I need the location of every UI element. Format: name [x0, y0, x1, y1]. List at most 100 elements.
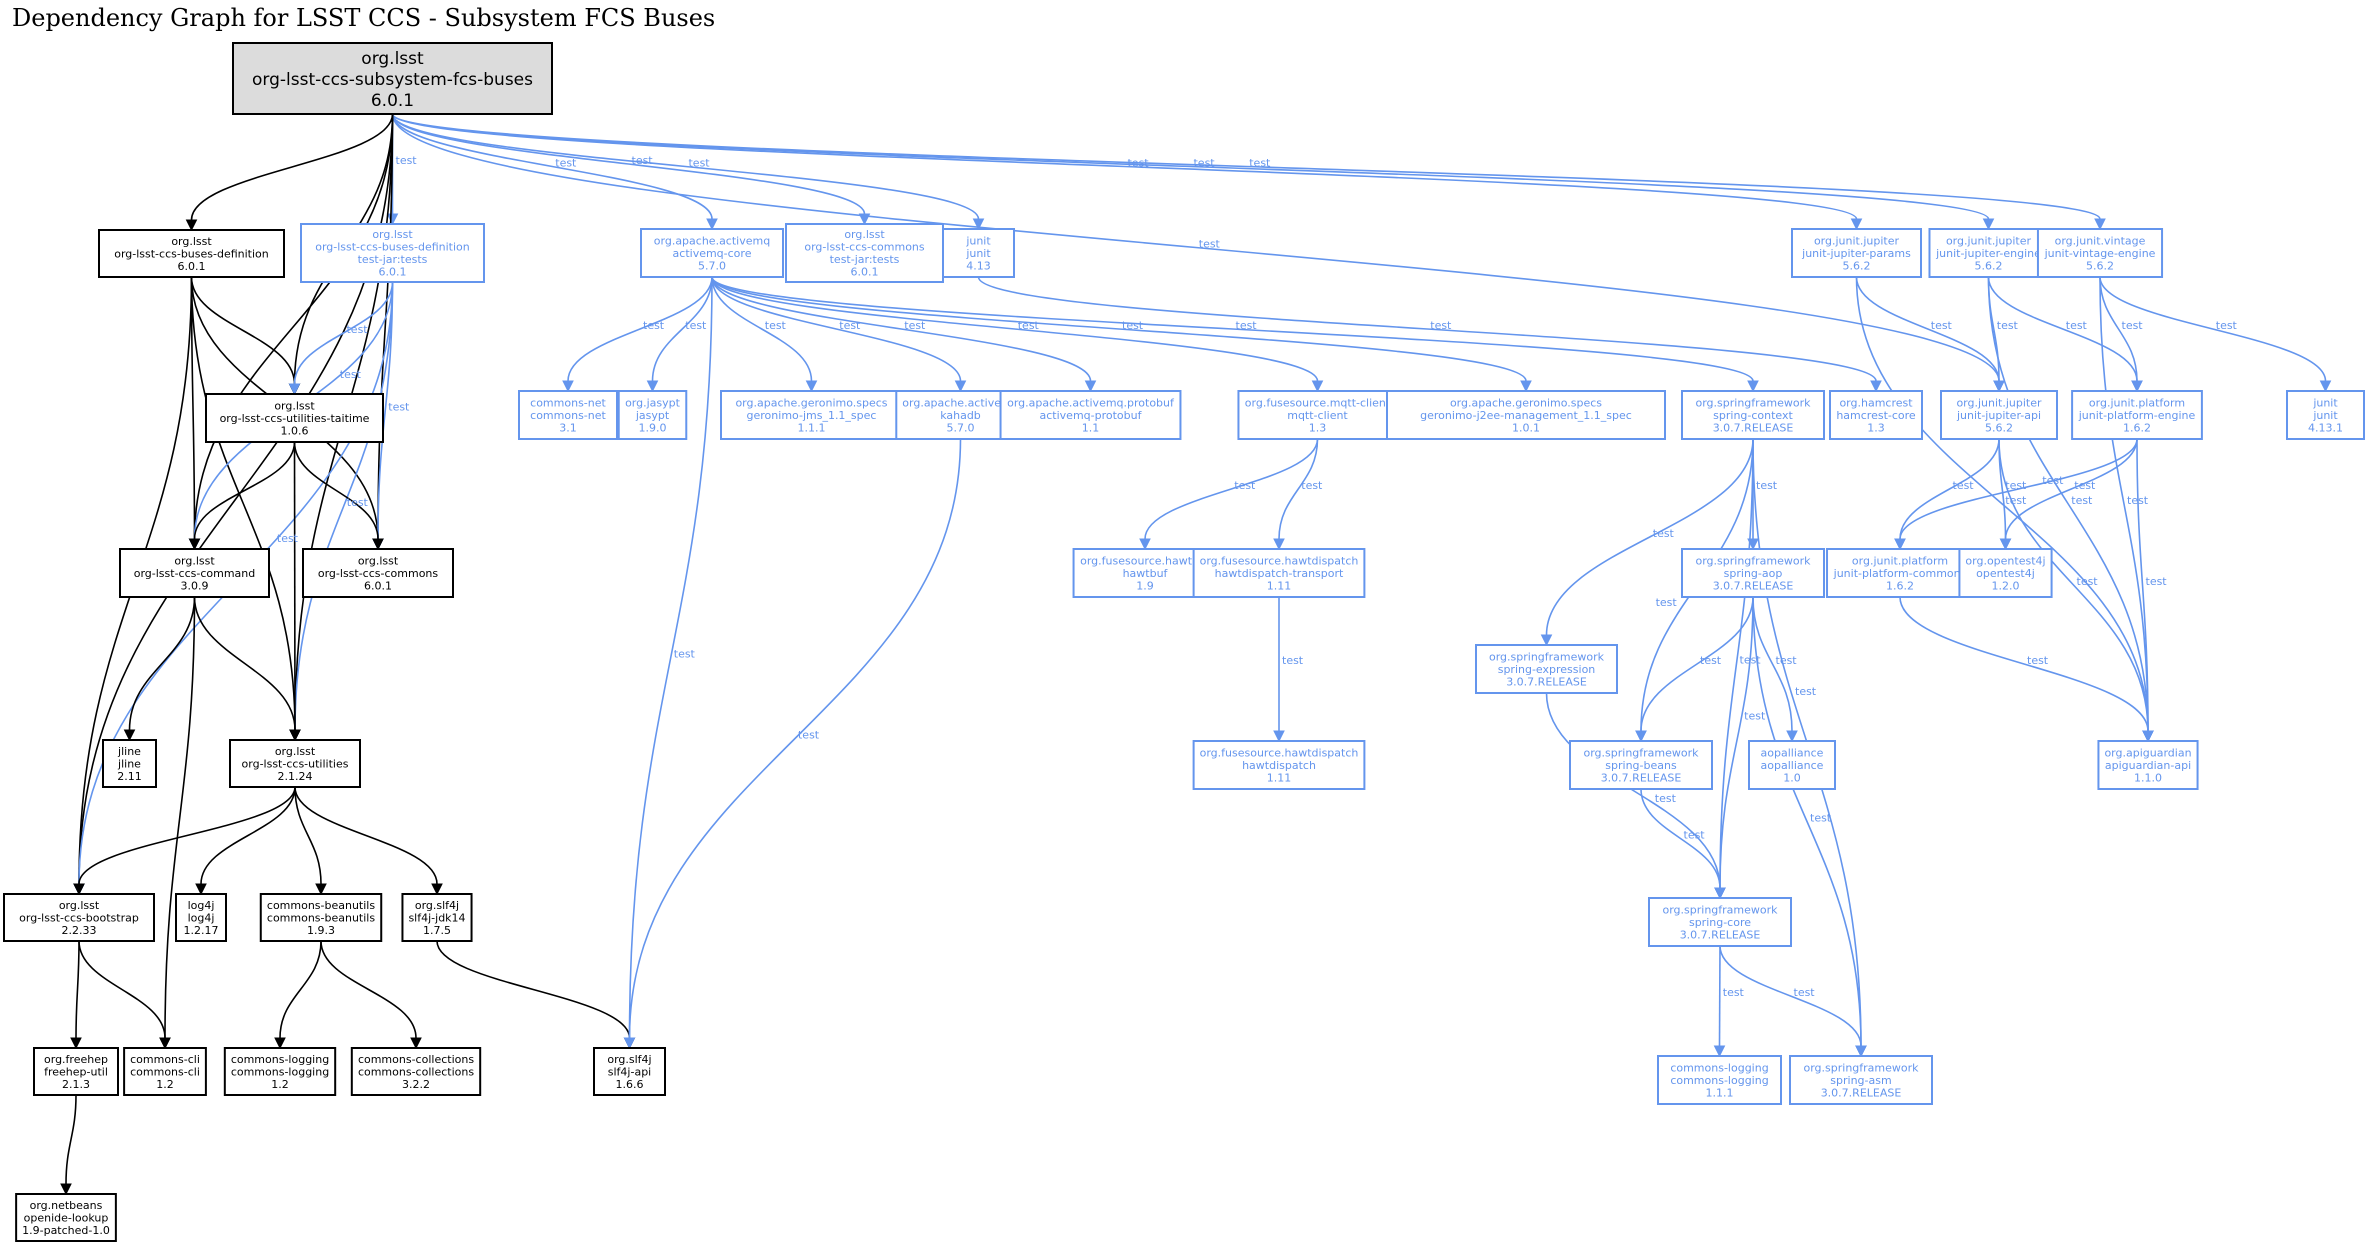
edge-spbeans-to-spcore	[1640, 788, 1726, 900]
edge-line	[193, 441, 296, 540]
node-jparams[interactable]: org.junit.jupiterjunit-jupiter-params5.6…	[1791, 228, 1922, 278]
arrowhead-icon	[1273, 730, 1285, 743]
edge-line	[2099, 276, 2138, 382]
node-taitime[interactable]: org.lsstorg-lsst-ccs-utilities-taitime1.…	[205, 393, 384, 443]
node-label-line: 1.2.17	[184, 924, 219, 937]
node-spcore[interactable]: org.springframeworkspring-core3.0.7.RELE…	[1648, 897, 1792, 947]
node-label-line: geronimo-jms_1.1_spec	[747, 409, 877, 422]
node-j2ee[interactable]: org.apache.geronimo.specsgeronimo-j2ee-m…	[1386, 390, 1666, 440]
node-label-line: 6.0.1	[364, 579, 392, 592]
edge-amqcore-to-protobuf	[711, 276, 1097, 393]
node-vengine[interactable]: org.junit.vintagejunit-vintage-engine5.6…	[2036, 228, 2164, 278]
node-label-line: slf4j-api	[608, 1065, 651, 1078]
node-label-line: 5.7.0	[947, 421, 975, 434]
edge-line	[1278, 438, 1319, 540]
edge-label: test	[1655, 792, 1677, 805]
node-box	[1192, 740, 1366, 790]
edge-root-to-junit413	[391, 113, 985, 231]
edge-label: test	[2122, 319, 2144, 332]
edge-mqtt-to-hdtransport	[1273, 438, 1319, 551]
node-label-line: commons-net	[530, 409, 606, 422]
node-label-line: 1.2	[156, 1078, 174, 1091]
node-label-line: org.apache.activemq	[654, 234, 770, 247]
edge-line	[1545, 438, 1754, 636]
arrowhead-icon	[972, 218, 985, 231]
node-busdeftest[interactable]: org.lsstorg-lsst-ccs-buses-definitiontes…	[300, 223, 485, 283]
node-spexpr[interactable]: org.springframeworkspring-expression3.0.…	[1475, 644, 1618, 694]
node-label-line: org.lsst	[174, 554, 215, 567]
node-label-line: org.slf4j	[607, 1053, 651, 1066]
node-spbeans[interactable]: org.springframeworkspring-beans3.0.7.REL…	[1569, 740, 1713, 790]
node-label-line: 1.1	[1082, 421, 1100, 434]
node-collections[interactable]: commons-collectionscommons-collections3.…	[350, 1047, 482, 1096]
edge-label: test	[1756, 479, 1778, 492]
edge-line	[2004, 438, 2138, 540]
node-label-line: org.lsst	[372, 228, 413, 241]
edge-slf4jjdk-to-slf4japi	[436, 940, 636, 1050]
edge-junit413-to-hamcrest	[977, 276, 1882, 393]
edge-label: test	[839, 319, 861, 332]
node-box	[1791, 228, 1922, 278]
node-hawtdispatch[interactable]: org.fusesource.hawtdispatchhawtdispatch1…	[1192, 740, 1366, 790]
node-openide[interactable]: org.netbeansopenide-lookup1.9-patched-1.…	[15, 1193, 117, 1242]
edge-label: test	[904, 319, 926, 332]
node-hdtransport[interactable]: org.fusesource.hawtdispatchhawtdispatch-…	[1192, 548, 1366, 598]
node-protobuf[interactable]: org.apache.activemq.protobufactivemq-pro…	[999, 390, 1182, 440]
node-label-line: org.apache.geronimo.specs	[1450, 396, 1602, 409]
node-jengine[interactable]: org.junit.jupiterjunit-jupiter-engine5.6…	[1928, 228, 2049, 278]
node-spctx[interactable]: org.springframeworkspring-context3.0.7.R…	[1681, 390, 1825, 440]
node-label-line: aopalliance	[1761, 746, 1824, 759]
node-busdef[interactable]: org.lsstorg-lsst-ccs-buses-definition6.0…	[98, 229, 285, 278]
edge-line	[1719, 596, 1754, 889]
node-label-line: org.springframework	[1662, 903, 1778, 916]
node-pengine[interactable]: org.junit.platformjunit-platform-engine1…	[2071, 390, 2203, 440]
edge-line	[1718, 945, 1721, 1047]
arrowhead-icon	[805, 380, 818, 393]
node-box	[302, 548, 454, 598]
edge-label: test	[347, 496, 369, 509]
node-jms[interactable]: org.apache.geronimo.specsgeronimo-jms_1.…	[720, 390, 903, 440]
node-pcommons[interactable]: org.junit.platformjunit-platform-commons…	[1826, 548, 1974, 598]
edge-busdef-to-utilities	[190, 276, 301, 742]
node-spasm[interactable]: org.springframeworkspring-asm3.0.7.RELEA…	[1789, 1055, 1933, 1105]
arrowhead-icon	[431, 883, 443, 896]
node-spaop[interactable]: org.springframeworkspring-aop3.0.7.RELEA…	[1681, 548, 1825, 598]
edge-vengine-to-apiguardian	[2099, 276, 2154, 743]
node-label-line: org.junit.jupiter	[1946, 234, 2032, 247]
node-root[interactable]: org.lsstorg-lsst-ccs-subsystem-fcs-buses…	[232, 42, 553, 115]
edge-line	[1545, 692, 1721, 889]
edge-spctx-to-spcore	[1714, 438, 1754, 900]
arrowhead-icon	[274, 1037, 286, 1050]
edge-line	[1987, 276, 2138, 382]
edge-busdeftest-to-utilities	[289, 281, 394, 742]
node-label-line: spring-asm	[1830, 1074, 1891, 1087]
node-label-line: commons-logging	[1670, 1061, 1768, 1074]
node-label-line: 3.0.9	[181, 579, 209, 592]
node-box	[205, 393, 384, 443]
node-commonstest[interactable]: org.lsstorg-lsst-ccs-commonstest-jar:tes…	[785, 223, 944, 283]
